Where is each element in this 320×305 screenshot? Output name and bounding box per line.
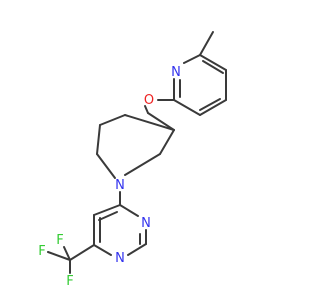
bond-pym-c5-c4-double <box>98 211 118 221</box>
bond-c6-cf3 <box>69 244 95 261</box>
bond-pym-c5-c4 <box>93 204 121 216</box>
atom-labels: N O N N N F F F <box>38 65 181 289</box>
atom-n-pyrimidine-bottom: N <box>115 251 125 266</box>
bond-py-c4-c5-double <box>199 98 221 111</box>
atom-n-piperidine: N <box>115 178 125 193</box>
bond-py-c5-c6 <box>173 99 201 116</box>
bond-o-ch2 <box>144 105 149 114</box>
bond-cf3-f-top <box>63 246 71 261</box>
bond-ch2-c3 <box>147 112 175 131</box>
atom-f-left: F <box>38 244 45 259</box>
bond-py-c2-c3 <box>199 54 227 71</box>
bond-pip-c6-c5 <box>96 124 101 155</box>
bond-methyl <box>199 31 214 56</box>
atom-f-top: F <box>56 233 63 248</box>
bond-pym-c4-n3 <box>119 204 139 217</box>
atom-o-ether: O <box>144 93 154 108</box>
bond-pym-c2-n1 <box>127 243 147 256</box>
bond-pip-c2-n <box>124 153 161 176</box>
bond-pym-n1-c6 <box>93 244 112 256</box>
bond-pip-c4-c3 <box>124 114 175 131</box>
atom-n-pyrimidine-top: N <box>141 216 151 231</box>
bond-py-c4-c5 <box>199 99 227 116</box>
structure-svg: N O N N N F F F <box>38 31 227 289</box>
bond-py-n-c2 <box>183 54 201 64</box>
atom-f-bottom: F <box>66 274 73 289</box>
bond-pip-c3-c2 <box>159 129 175 155</box>
molecule-diagram: N O N N N F F F <box>38 31 227 289</box>
bond-pip-n-c6 <box>96 153 116 179</box>
atom-n-pyridine: N <box>171 65 181 80</box>
bond-py-c3-c3-double <box>202 60 224 74</box>
bond-pip-c5-c4 <box>99 114 126 126</box>
bonds <box>47 31 227 274</box>
bond-cf3-f-left <box>47 251 71 261</box>
